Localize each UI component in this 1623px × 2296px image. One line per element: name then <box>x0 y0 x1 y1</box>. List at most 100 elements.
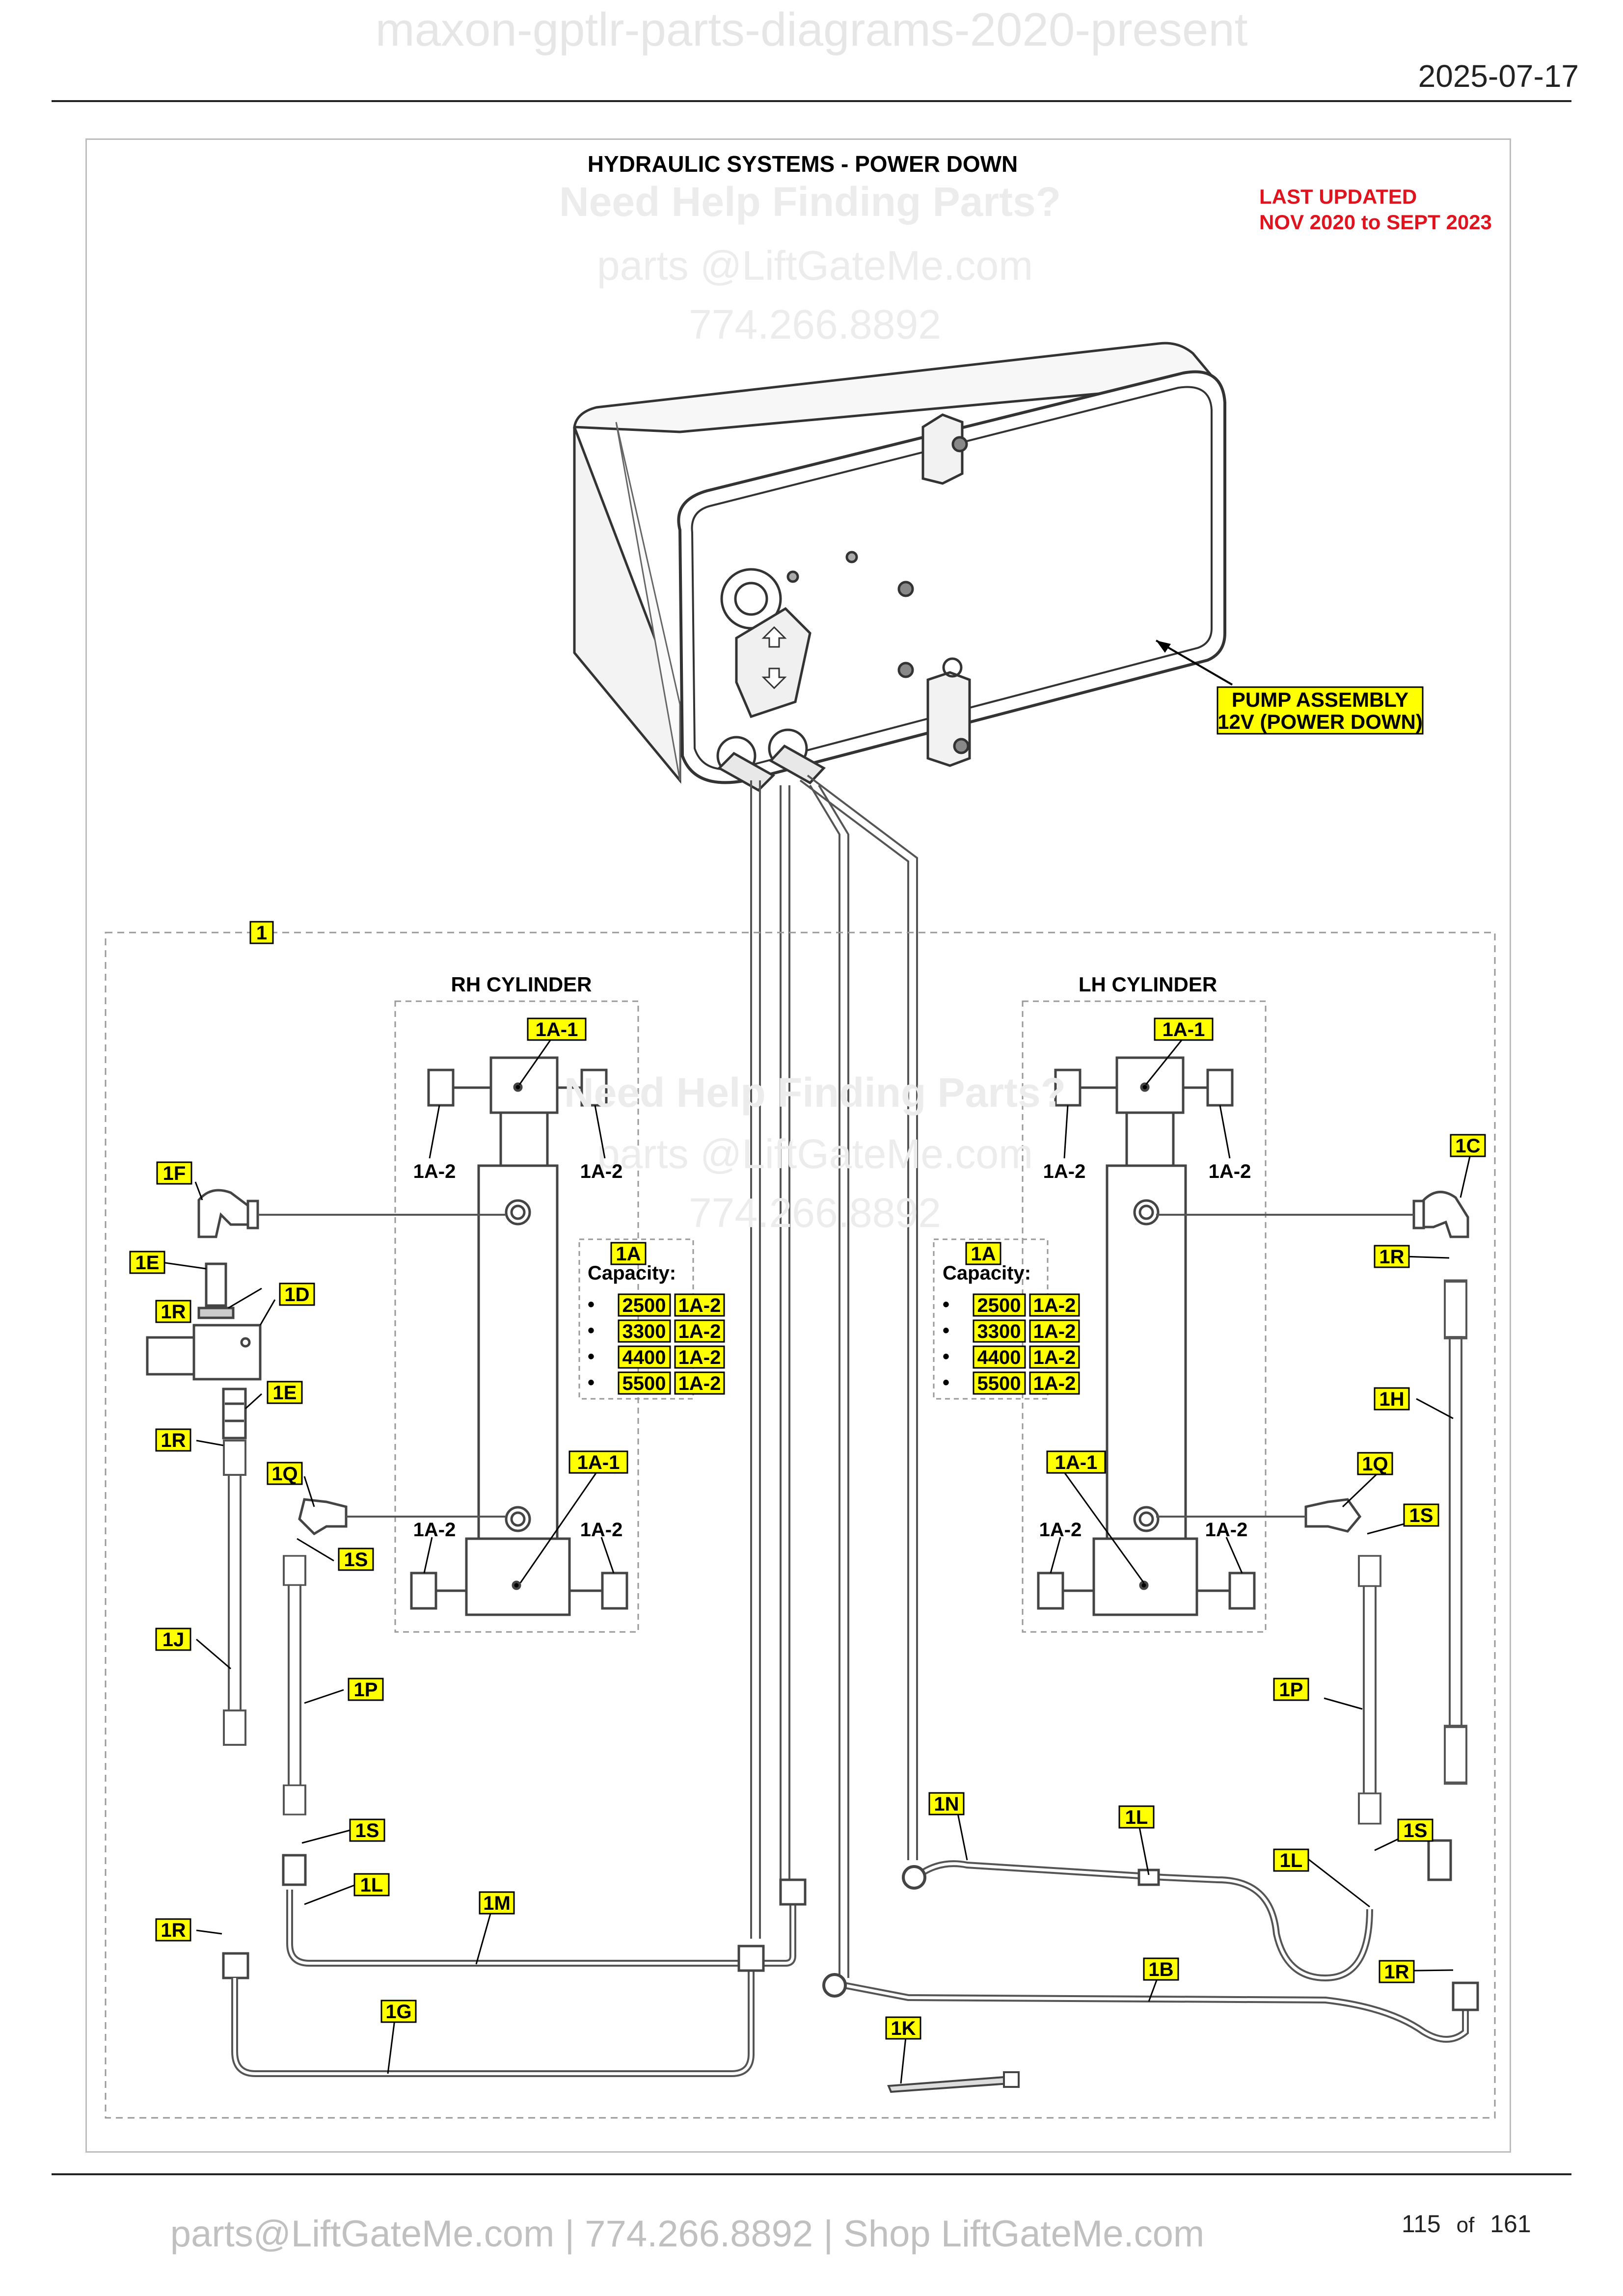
page-indicator: 115 of 161 <box>1402 2210 1540 2238</box>
header-watermark: maxon-gptlr-parts-diagrams-2020-present <box>375 3 1248 56</box>
bushing-label-5: 1A-2 <box>580 1519 623 1541</box>
part-label-1g-18: 1G <box>380 2000 417 2023</box>
svg-text:1A-2: 1A-2 <box>678 1373 721 1394</box>
bushing-label-2: 1A-2 <box>1043 1161 1086 1182</box>
hose-1p <box>283 1555 306 1815</box>
part-label-1s-26: 1S <box>1397 1818 1434 1842</box>
svg-text:1R: 1R <box>1384 1961 1409 1983</box>
part-label-1e-5: 1E <box>129 1251 165 1274</box>
part-label-1p-13: 1P <box>348 1678 384 1701</box>
svg-text:1J: 1J <box>162 1629 185 1651</box>
svg-text:1A-1: 1A-1 <box>1163 1019 1205 1041</box>
pump-lines <box>750 774 918 1978</box>
part-label-1s-24: 1S <box>1403 1503 1439 1527</box>
hose-1p-lh <box>1358 1555 1381 1825</box>
pump-label-line2: 12V (POWER DOWN) <box>1217 710 1423 733</box>
svg-text:1A-1: 1A-1 <box>1055 1452 1098 1473</box>
part-label-1a-1-1: 1A-1 <box>527 1017 587 1041</box>
help-watermark-1: Need Help Finding Parts? <box>559 179 1061 225</box>
svg-text:1R: 1R <box>161 1430 186 1451</box>
part-label-1l-30: 1L <box>1118 1805 1155 1829</box>
svg-text:1A-2: 1A-2 <box>678 1295 721 1316</box>
tube-1b <box>843 1982 1469 2043</box>
fitting-1r-bottom <box>222 1952 249 1979</box>
svg-text:1S: 1S <box>355 1820 379 1842</box>
svg-text:1A-2: 1A-2 <box>1033 1373 1076 1394</box>
svg-text:1P: 1P <box>354 1679 378 1701</box>
svg-text:1A-1: 1A-1 <box>577 1452 620 1473</box>
part-label-1r-28: 1R <box>1379 1960 1415 1983</box>
part-label-1n-29: 1N <box>928 1792 965 1815</box>
svg-text:2500: 2500 <box>977 1295 1021 1316</box>
part-label-1r-16: 1R <box>155 1918 191 1942</box>
part-label-1r-21: 1R <box>1374 1245 1410 1268</box>
label-leaders <box>162 1039 1471 2084</box>
part-label-1b-31: 1B <box>1143 1957 1179 1981</box>
svg-text:1L: 1L <box>1125 1807 1148 1828</box>
capacity-row-3300: 3300 1A-2 <box>618 1319 725 1343</box>
svg-text:1S: 1S <box>1409 1505 1434 1526</box>
page-of: of <box>1456 2213 1475 2237</box>
pump-assembly <box>573 342 1226 792</box>
svg-text:1B: 1B <box>1148 1959 1173 1980</box>
fitting-1n <box>902 1865 926 1890</box>
phone-watermark-2: 774.266.8892 <box>689 1190 941 1236</box>
header-rule <box>52 100 1571 102</box>
last-updated-line2: NOV 2020 to SEPT 2023 <box>1259 211 1492 234</box>
svg-text:1F: 1F <box>163 1163 186 1184</box>
footer-rule <box>52 2173 1571 2175</box>
svg-text:1E: 1E <box>273 1382 297 1404</box>
svg-text:•: • <box>943 1372 949 1393</box>
pump-label-line1: PUMP ASSEMBLY <box>1232 688 1408 711</box>
lh-cylinder-title: LH CYLINDER <box>1079 973 1217 996</box>
lh-capacity-boundary <box>933 1238 1049 1400</box>
svg-text:•: • <box>588 1320 595 1341</box>
part-label-1l-27: 1L <box>1273 1848 1309 1872</box>
kit-boundary <box>105 932 1496 2119</box>
part-label-1r-6: 1R <box>155 1300 191 1323</box>
part-label-1m-17: 1M <box>479 1891 515 1915</box>
svg-text:3300: 3300 <box>622 1321 666 1342</box>
page-number: 115 <box>1402 2210 1441 2238</box>
svg-text:•: • <box>588 1346 595 1367</box>
bushing-label-0: 1A-2 <box>413 1161 456 1182</box>
part-label-1j-12: 1J <box>155 1628 191 1651</box>
svg-text:•: • <box>943 1320 949 1341</box>
page-total: 161 <box>1490 2210 1531 2238</box>
bushing-label-6: 1A-2 <box>1039 1519 1082 1541</box>
svg-text:Capacity:: Capacity: <box>943 1262 1031 1284</box>
svg-text:1M: 1M <box>483 1893 511 1914</box>
part-label-1e-8: 1E <box>267 1381 303 1404</box>
cable-tie-1k <box>887 2076 1011 2093</box>
bushing-label-3: 1A-2 <box>1209 1161 1251 1182</box>
svg-text:1R: 1R <box>161 1301 186 1323</box>
svg-text:•: • <box>943 1294 949 1315</box>
svg-text:1H: 1H <box>1379 1388 1404 1410</box>
svg-text:1K: 1K <box>891 2018 916 2039</box>
lh-hardware <box>1304 1191 1469 1881</box>
svg-text:1R: 1R <box>1379 1246 1404 1268</box>
svg-text:•: • <box>588 1372 595 1393</box>
svg-text:1A-1: 1A-1 <box>536 1019 578 1041</box>
part-label-1r-9: 1R <box>155 1428 191 1452</box>
tube-1g <box>231 1968 755 2077</box>
part-label-1h-22: 1H <box>1374 1387 1410 1411</box>
rh-hardware <box>146 1189 348 1536</box>
svg-text:1Q: 1Q <box>271 1463 298 1485</box>
svg-text:1S: 1S <box>1404 1820 1428 1842</box>
svg-text:•: • <box>588 1294 595 1315</box>
capacity-group-label: 1A <box>965 1242 1001 1265</box>
diagram-frame <box>85 138 1511 2153</box>
hose-1h <box>1445 1281 1466 1783</box>
bushing-label-7: 1A-2 <box>1205 1519 1248 1541</box>
svg-text:1A-2: 1A-2 <box>678 1321 721 1342</box>
part-label-1f-3: 1F <box>156 1161 192 1185</box>
part-label-1a-1-19: 1A-1 <box>568 1450 628 1474</box>
svg-text:1C: 1C <box>1455 1135 1480 1157</box>
capacity-group-label: 1A <box>610 1242 647 1265</box>
svg-text:1E: 1E <box>135 1252 160 1274</box>
svg-text:1: 1 <box>256 922 267 944</box>
